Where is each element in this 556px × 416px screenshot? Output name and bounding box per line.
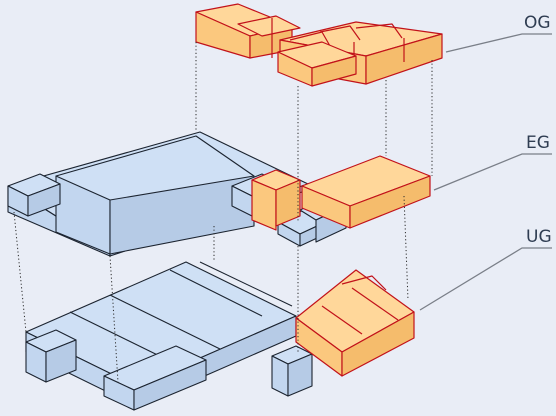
label-og-text: OG: [524, 13, 551, 33]
label-ug: UG: [419, 227, 552, 311]
label-og: OG: [445, 13, 552, 53]
label-ug-text: UG: [526, 227, 552, 247]
floor-eg: [7, 131, 431, 257]
alignment-lines: [13, 42, 433, 383]
floor-og: [195, 3, 443, 87]
label-eg-text: EG: [526, 133, 550, 153]
label-eg: EG: [433, 133, 552, 191]
floor-ug: [25, 261, 415, 411]
